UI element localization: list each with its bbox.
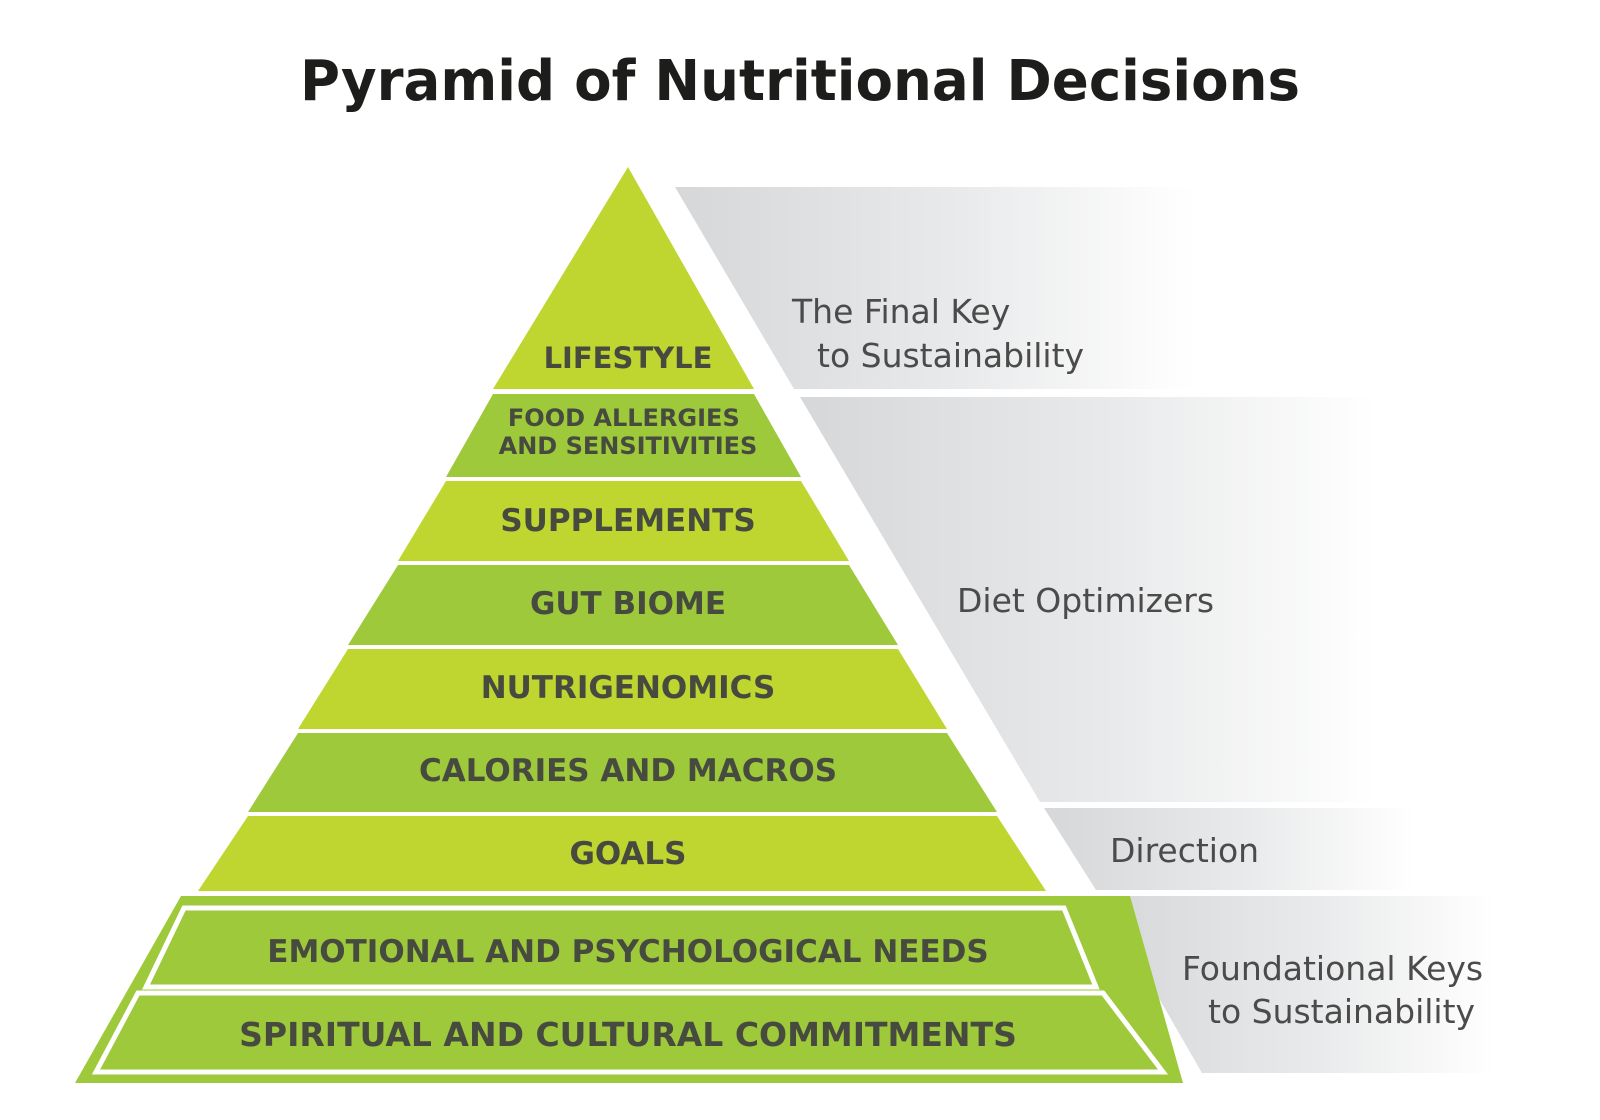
group-label-line: to Sustainability (1208, 992, 1475, 1031)
band-diet-optimizers (800, 397, 1375, 802)
tier-spiritual-commitments (104, 997, 1151, 1066)
tier-label-emotional-needs: EMOTIONAL AND PSYCHOLOGICAL NEEDS (267, 934, 988, 970)
tier-label-goals: GOALS (569, 836, 686, 872)
tier-label-line: GUT BIOME (530, 586, 726, 622)
tier-emotional-needs (152, 913, 1089, 983)
group-labels: The Final Key to Sustainability Diet Opt… (791, 292, 1494, 1031)
group-label-line: Direction (1110, 831, 1259, 870)
tier-label-line: FOOD ALLERGIES (508, 404, 740, 432)
tier-label-gut-biome: GUT BIOME (530, 586, 726, 622)
tier-label-line: AND SENSITIVITIES (499, 432, 758, 460)
tier-label-line: NUTRIGENOMICS (481, 670, 776, 706)
tier-lifestyle (493, 167, 754, 389)
tier-label-spiritual-commitments: SPIRITUAL AND CULTURAL COMMITMENTS (239, 1015, 1017, 1054)
tier-gut-biome (348, 565, 898, 645)
tier-calories-and-macros (248, 733, 997, 812)
foundation-frame-lower (91, 990, 1169, 1075)
tier-label-line: LIFESTYLE (544, 341, 713, 375)
tier-label-line: SPIRITUAL AND CULTURAL COMMITMENTS (239, 1015, 1017, 1054)
tier-label-food-allergies: FOOD ALLERGIES AND SENSITIVITIES (499, 404, 758, 460)
tier-label-line: SUPPLEMENTS (500, 503, 755, 539)
group-bands (675, 187, 1495, 1073)
tier-label-line: CALORIES AND MACROS (419, 753, 837, 789)
tier-label-line: EMOTIONAL AND PSYCHOLOGICAL NEEDS (267, 934, 988, 970)
band-direction (1044, 808, 1415, 890)
tier-goals (198, 816, 1046, 891)
tier-label-supplements: SUPPLEMENTS (500, 503, 755, 539)
group-label-line: to Sustainability (817, 336, 1084, 375)
tier-label-calories-and-macros: CALORIES AND MACROS (419, 753, 837, 789)
tier-supplements (398, 481, 849, 561)
tier-labels: LIFESTYLE FOOD ALLERGIES AND SENSITIVITI… (239, 341, 1017, 1054)
tier-label-lifestyle: LIFESTYLE (544, 341, 713, 375)
group-label-direction: Direction (1110, 831, 1259, 870)
pyramid-tiers (104, 167, 1151, 1066)
group-label-line: Diet Optimizers (957, 581, 1214, 620)
band-foundational-keys (1100, 896, 1495, 1073)
foundation-frame-upper (142, 905, 1100, 990)
group-label-line: The Final Key (791, 292, 1010, 331)
tier-nutrigenomics (298, 649, 947, 729)
diagram-title: Pyramid of Nutritional Decisions (300, 49, 1300, 114)
group-label-line: Foundational Keys (1182, 949, 1483, 988)
group-label-foundational-keys: Foundational Keys to Sustainability (1182, 949, 1494, 1031)
tier-label-nutrigenomics: NUTRIGENOMICS (481, 670, 776, 706)
tier-label-line: GOALS (569, 836, 686, 872)
tier-food-allergies (446, 394, 801, 477)
band-final-key (675, 187, 1195, 389)
group-label-final-key: The Final Key to Sustainability (791, 292, 1084, 375)
group-label-diet-optimizers: Diet Optimizers (957, 581, 1214, 620)
